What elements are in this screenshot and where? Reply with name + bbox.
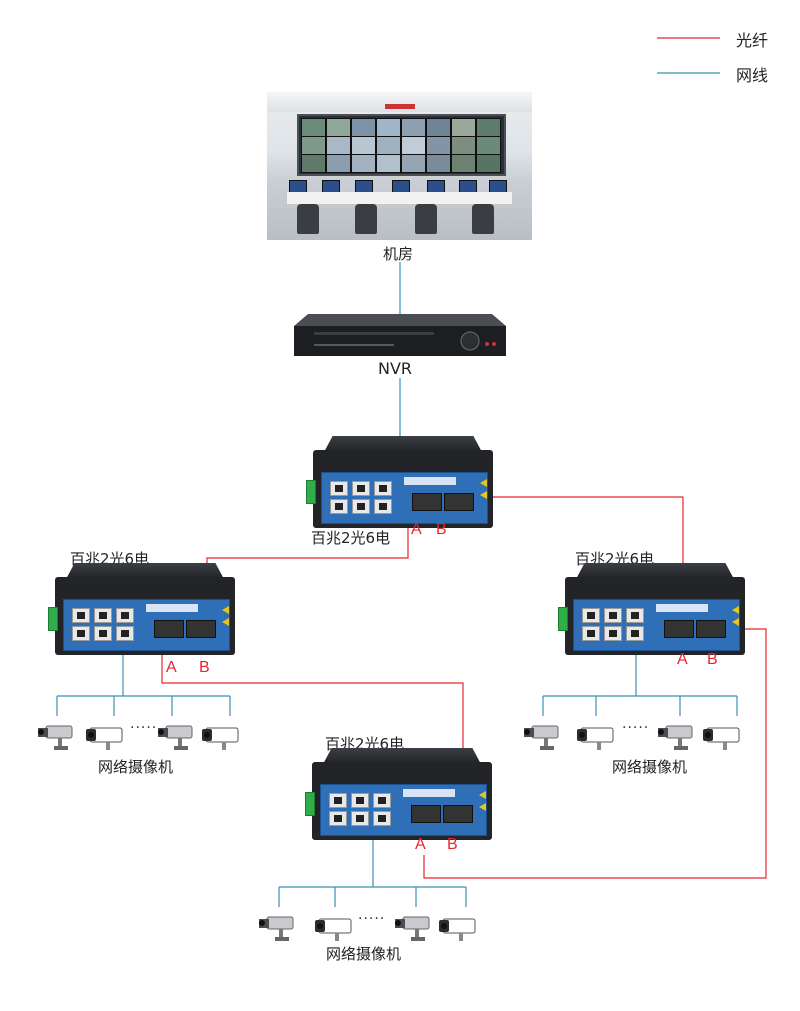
cameras-bottom-ellipsis: ····· bbox=[358, 911, 386, 927]
cameras-left-ellipsis: ····· bbox=[130, 720, 158, 736]
switch-bottom bbox=[305, 748, 492, 843]
camera-bullet-right-2 bbox=[702, 727, 740, 751]
switch-top-port-b: B bbox=[436, 521, 447, 538]
camera-box-bottom-1 bbox=[258, 916, 294, 942]
cameras-bottom-label: 网络摄像机 bbox=[326, 945, 402, 963]
switch-top-label: 百兆2光6电 bbox=[311, 529, 391, 547]
switch-left bbox=[48, 563, 235, 658]
cameras-left-label: 网络摄像机 bbox=[98, 758, 174, 776]
camera-bullet-right-1 bbox=[576, 727, 614, 751]
camera-box-bottom-2 bbox=[394, 916, 430, 942]
net-right-cameras bbox=[542, 650, 738, 716]
switch-top-port-a: A bbox=[411, 521, 422, 538]
camera-bullet-left-2 bbox=[201, 727, 239, 751]
control-room-image bbox=[267, 92, 532, 240]
switch-top bbox=[306, 436, 493, 531]
camera-bullet-left-1 bbox=[85, 727, 123, 751]
switch-bottom-port-a: A bbox=[415, 836, 426, 853]
switch-right-port-a: A bbox=[677, 651, 688, 668]
control-room-label: 机房 bbox=[383, 245, 414, 263]
switch-right bbox=[558, 563, 745, 658]
camera-box-left-2 bbox=[157, 725, 193, 751]
camera-box-right-1 bbox=[523, 725, 559, 751]
camera-bullet-bottom-2 bbox=[438, 918, 476, 942]
switch-bottom-port-b: B bbox=[447, 836, 458, 853]
fiber-right-b-to-bottom-a bbox=[423, 628, 767, 879]
switch-left-port-a: A bbox=[166, 659, 177, 676]
net-bottom-cameras bbox=[278, 835, 467, 907]
cameras-right-ellipsis: ····· bbox=[622, 720, 650, 736]
switch-right-port-b: B bbox=[707, 651, 718, 668]
cameras-right-label: 网络摄像机 bbox=[612, 758, 688, 776]
switch-left-port-b: B bbox=[199, 659, 210, 676]
net-left-cameras bbox=[56, 650, 231, 716]
nvr-label: NVR bbox=[378, 359, 413, 378]
camera-box-left-1 bbox=[37, 725, 73, 751]
camera-box-right-2 bbox=[657, 725, 693, 751]
nvr-device bbox=[294, 314, 506, 358]
camera-bullet-bottom-1 bbox=[314, 918, 352, 942]
legend-network-label: 网线 bbox=[736, 66, 769, 85]
legend-fiber-label: 光纤 bbox=[736, 31, 769, 50]
